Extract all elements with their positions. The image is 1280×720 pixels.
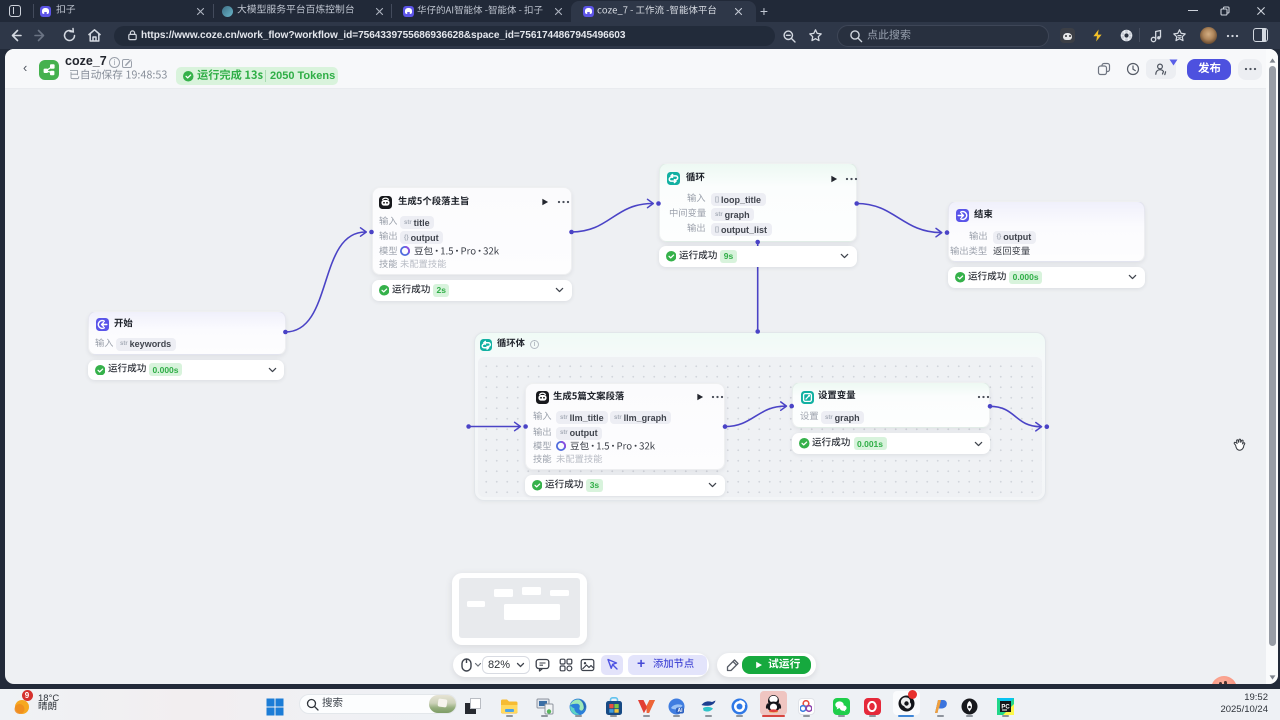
svg-text:PC: PC <box>1001 705 1010 711</box>
svg-text:AI: AI <box>678 708 684 714</box>
